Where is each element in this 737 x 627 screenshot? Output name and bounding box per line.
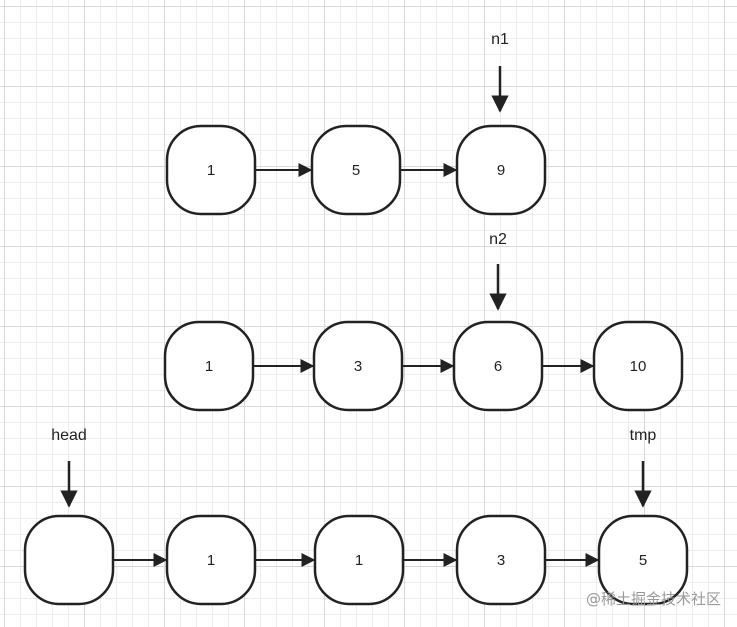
node-value: 5 (639, 552, 647, 569)
node-value: 1 (205, 358, 213, 375)
node-value: 1 (207, 162, 215, 179)
list-n1: 1 5 9 (165, 124, 547, 216)
list-node: 5 (597, 514, 689, 606)
node-value: 5 (352, 162, 360, 179)
pointer-label: n2 (489, 231, 507, 248)
pointer-label: head (51, 427, 87, 444)
node-value: 1 (207, 552, 215, 569)
list-node: 10 (592, 320, 684, 412)
list-node: 9 (455, 124, 547, 216)
list-node: 1 (165, 124, 257, 216)
watermark: @稀土掘金技术社区 (585, 590, 721, 608)
list-node: 5 (310, 124, 402, 216)
list-node-dummy (23, 514, 115, 606)
pointer-label: tmp (630, 427, 657, 444)
node-value: 9 (497, 162, 505, 179)
pointer-n1: n1 (491, 31, 509, 113)
node-value: 1 (355, 552, 363, 569)
node-value: 3 (497, 552, 505, 569)
pointer-head: head (51, 427, 87, 508)
node-value: 10 (630, 358, 647, 375)
list-node: 6 (452, 320, 544, 412)
node-value: 3 (354, 358, 362, 375)
node-value: 6 (494, 358, 502, 375)
pointer-tmp: tmp (630, 427, 657, 508)
list-node: 1 (165, 514, 257, 606)
pointer-n2: n2 (489, 231, 507, 311)
list-node: 1 (313, 514, 405, 606)
list-result: 1 1 3 5 (23, 514, 689, 606)
list-node: 3 (312, 320, 404, 412)
list-node: 3 (455, 514, 547, 606)
list-node: 1 (163, 320, 255, 412)
pointer-label: n1 (491, 31, 509, 48)
list-n2: 1 3 6 10 (163, 320, 684, 412)
